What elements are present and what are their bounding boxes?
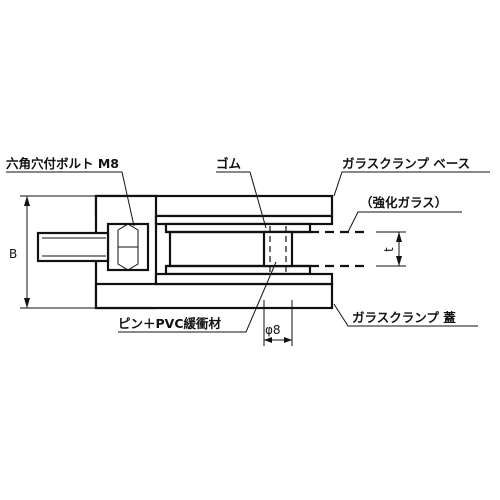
rubber-upper-inner	[164, 222, 312, 234]
dim-t-arrow-bottom	[396, 256, 402, 266]
dim-b-arrow-bottom	[24, 298, 30, 308]
leader-pin-pvc	[118, 261, 277, 333]
label-clamp-lid: ガラスクランプ 蓋	[352, 310, 456, 325]
dim-b-arrow-top	[24, 196, 30, 206]
leader-tempered-glass	[347, 211, 462, 233]
pin-body	[262, 230, 294, 268]
dim-phi-label: φ8	[265, 323, 281, 337]
rubber-lower-pad	[154, 272, 334, 286]
leader-rubber	[216, 171, 267, 229]
label-clamp-base: ガラスクランプ ベース	[342, 156, 470, 171]
dim-phi-arrow-right	[284, 337, 292, 343]
label-tempered-glass: （強化ガラス）	[360, 195, 447, 210]
dim-b-label: B	[9, 247, 17, 261]
dim-t-arrow-top	[396, 232, 402, 242]
rubber-upper-pad	[154, 214, 334, 226]
leader-hex-bolt	[6, 171, 135, 227]
bolt-shank	[36, 231, 110, 263]
rubber-lower-inner	[164, 264, 312, 276]
label-rubber: ゴム	[216, 156, 242, 171]
leader-clamp-base	[333, 171, 490, 197]
dim-phi-arrow-left	[264, 337, 272, 343]
dim-t-label: t	[382, 247, 396, 252]
clamp-lid-plate	[94, 282, 334, 310]
hex-socket-icon	[117, 223, 139, 271]
leader-clamp-lid	[333, 303, 478, 327]
label-hex-bolt: 六角穴付ボルト M8	[6, 156, 119, 171]
label-pin-pvc: ピン＋PVC緩衝材	[118, 316, 222, 331]
